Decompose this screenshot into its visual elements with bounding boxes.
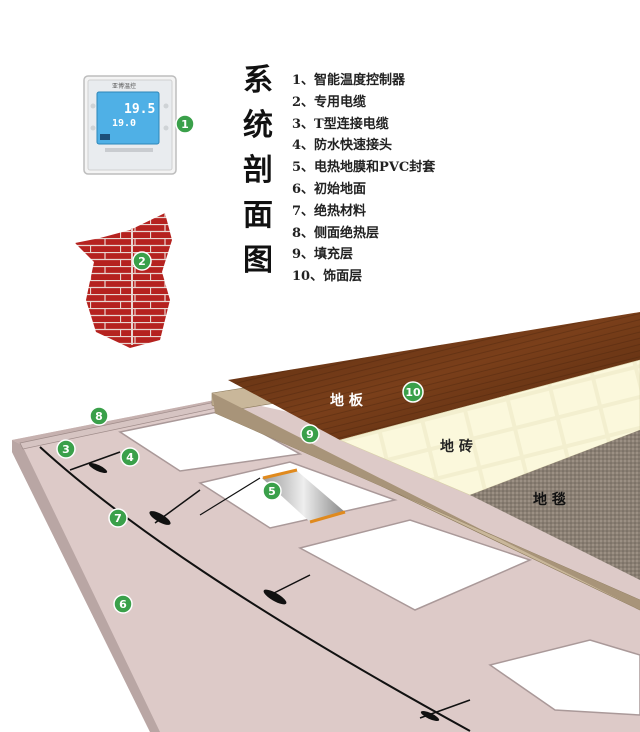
marker-3: 3 xyxy=(56,439,76,459)
legend-item: 3、T型连接电缆 xyxy=(292,116,389,132)
svg-text:1: 1 xyxy=(181,118,189,131)
legend-item: 7、绝热材料 xyxy=(292,203,367,219)
legend-item: 4、防水快速接头 xyxy=(292,138,393,154)
thermostat-button-row xyxy=(105,148,153,152)
svg-text:10: 10 xyxy=(405,386,421,399)
marker-1: 1 xyxy=(175,114,195,134)
wood-floor-label: 地 板 xyxy=(330,392,364,409)
title-char: 图 xyxy=(243,243,273,278)
button-left-top xyxy=(90,103,96,109)
thermostat-temp-small: 19.0 xyxy=(112,118,136,129)
svg-text:9: 9 xyxy=(306,428,314,441)
wood-floor xyxy=(228,312,640,440)
marker-7: 7 xyxy=(108,508,128,528)
title-char: 系 xyxy=(243,63,273,98)
brick-wall xyxy=(75,213,172,348)
tile-floor xyxy=(339,359,640,496)
fill-layer xyxy=(211,324,640,611)
button-left-bottom xyxy=(90,125,96,131)
cables xyxy=(39,446,471,732)
thermostat-brand: 亚博温控 xyxy=(112,82,136,90)
svg-text:4: 4 xyxy=(126,451,134,464)
legend-item: 6、初始地面 xyxy=(292,181,367,197)
marker-2: 2 xyxy=(132,251,152,271)
thermostat-temp-large: 19.5 xyxy=(124,102,155,117)
legend-item: 1、智能温度控制器 xyxy=(292,73,406,88)
svg-text:6: 6 xyxy=(119,598,127,611)
title-char: 统 xyxy=(243,108,273,143)
marker-6: 6 xyxy=(113,594,133,614)
title-char: 面 xyxy=(243,198,273,233)
button-right-top xyxy=(163,103,169,109)
svg-text:2: 2 xyxy=(138,255,146,268)
legend-item: 5、电热地膜和PVC封套 xyxy=(292,160,436,176)
heating-film-panels xyxy=(118,410,640,716)
lock-icon xyxy=(100,134,110,140)
marker-10: 10 xyxy=(402,381,424,403)
legend-item: 10、饰面层 xyxy=(292,269,363,285)
svg-text:7: 7 xyxy=(114,512,122,525)
svg-text:3: 3 xyxy=(62,443,70,456)
legend-item: 9、填充层 xyxy=(292,247,354,263)
legend-item: 2、专用电缆 xyxy=(292,94,367,110)
marker-8: 8 xyxy=(89,406,109,426)
marker-5: 5 xyxy=(262,481,282,501)
pvc-sleeve xyxy=(262,468,346,524)
marker-9: 9 xyxy=(300,424,320,444)
legend-item: 8、侧面绝热层 xyxy=(292,225,380,241)
title-char: 剖 xyxy=(243,153,273,188)
button-right-bottom xyxy=(163,125,169,131)
legend-list: 1、智能温度控制器 2、专用电缆 3、T型连接电缆 4、防水快速接头 5、电热地… xyxy=(292,70,435,288)
thermostat-device: 亚博温控 19.5 19.0 xyxy=(83,75,177,175)
svg-text:5: 5 xyxy=(268,485,276,498)
carpet-floor-label: 地 毯 xyxy=(533,491,566,508)
marker-4: 4 xyxy=(120,447,140,467)
carpet-floor xyxy=(470,430,640,580)
svg-text:8: 8 xyxy=(95,410,103,423)
diagram-title: 系 统 剖 面 图 xyxy=(238,66,278,291)
tile-floor-label: 地 砖 xyxy=(440,438,473,455)
